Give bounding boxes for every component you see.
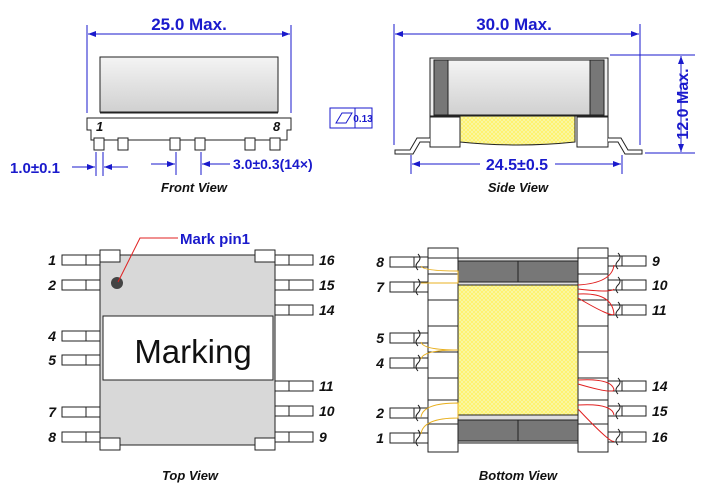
pin xyxy=(607,255,647,267)
pin-width-dim: 1.0±0.1 xyxy=(10,160,60,177)
wire-loop xyxy=(615,377,621,395)
pin-number: 2 xyxy=(375,405,384,421)
core xyxy=(459,115,576,146)
pin-number: 15 xyxy=(652,403,668,419)
wire-loop xyxy=(415,429,421,447)
top-view: Mark pin1 Marking Top View 1 2 4 5 7 8 16 15 14 1… xyxy=(47,231,335,483)
pin-number: 16 xyxy=(319,252,335,268)
winding-wire xyxy=(420,265,459,284)
pin xyxy=(274,254,314,266)
pin-number: 5 xyxy=(48,352,56,368)
pin xyxy=(61,431,101,443)
pin-number: 7 xyxy=(376,279,385,295)
front-view-title: Front View xyxy=(161,180,228,195)
wire-loop xyxy=(615,301,621,319)
pin xyxy=(61,279,101,291)
pitch-dim: 3.0±0.3(14×) xyxy=(233,156,313,172)
pin xyxy=(274,279,314,291)
pin-number: 8 xyxy=(376,254,384,270)
height-dim: 12.0 Max. xyxy=(675,68,692,139)
side-body xyxy=(447,59,591,116)
flatness-icon xyxy=(335,112,353,124)
pin-number: 8 xyxy=(48,429,56,445)
pin xyxy=(607,279,647,291)
flatness-tolerance: 0.13 xyxy=(329,107,373,129)
side-width-dim: 30.0 Max. xyxy=(476,15,552,34)
mark-pin1-label: Mark pin1 xyxy=(180,231,250,248)
wire-loop xyxy=(415,278,421,296)
pin-number: 14 xyxy=(652,378,668,394)
pin-number: 1 xyxy=(376,430,384,446)
winding-wire xyxy=(420,341,459,360)
pin xyxy=(389,357,429,369)
pin-number: 14 xyxy=(319,302,335,318)
pin xyxy=(274,431,314,443)
pin1-mark xyxy=(111,277,123,289)
wire-loop xyxy=(415,354,421,372)
wire-loop xyxy=(415,404,421,422)
side-view-title: Side View xyxy=(488,180,549,195)
wire-loop xyxy=(415,329,421,347)
pin-number: 9 xyxy=(319,429,327,445)
wire-loop xyxy=(615,428,621,446)
pin xyxy=(389,407,429,419)
front-body xyxy=(99,56,279,113)
front-view: 25.0 Max. 1 8 1.0±0.1 3.0±0.3(14×) Front… xyxy=(10,15,313,195)
pin xyxy=(389,256,429,268)
pin xyxy=(389,432,429,444)
front-pin-8: 8 xyxy=(273,119,281,134)
pin-number: 2 xyxy=(47,277,56,293)
top-view-title: Top View xyxy=(162,468,219,483)
pin xyxy=(61,254,101,266)
pin xyxy=(274,304,314,316)
pin xyxy=(607,380,647,392)
right-bobbin xyxy=(577,247,609,453)
pin-number: 11 xyxy=(652,302,667,318)
wire-loop xyxy=(615,252,621,270)
winding-wire xyxy=(577,379,615,392)
pin xyxy=(607,405,647,417)
bottom-view: Bottom View 8 7 5 4 2 1 9 10 11 14 15 16 xyxy=(375,247,668,483)
flatness-value: 0.13 xyxy=(353,114,373,125)
pin xyxy=(389,281,429,293)
pin-number: 5 xyxy=(376,330,384,346)
pin-number: 10 xyxy=(319,403,335,419)
pin xyxy=(274,380,314,392)
pin-number: 11 xyxy=(319,378,334,394)
pin xyxy=(389,332,429,344)
pin-number: 4 xyxy=(47,328,56,344)
span-dim: 24.5±0.5 xyxy=(486,157,548,174)
pin-number: 10 xyxy=(652,277,668,293)
bottom-view-title: Bottom View xyxy=(479,468,558,483)
winding-wire xyxy=(577,293,615,316)
front-width-dim: 25.0 Max. xyxy=(151,15,227,34)
wire-loop xyxy=(615,276,621,294)
front-pin-1: 1 xyxy=(96,119,103,134)
side-view: 30.0 Max. 12.0 Max. 24.5±0.5 Side View 0… xyxy=(329,15,695,195)
pin-number: 16 xyxy=(652,429,668,445)
pin-number: 1 xyxy=(48,252,56,268)
pin xyxy=(607,304,647,316)
pin-number: 15 xyxy=(319,277,335,293)
pin-number: 7 xyxy=(48,404,57,420)
pin-number: 9 xyxy=(652,253,660,269)
front-base xyxy=(86,117,292,141)
pin xyxy=(61,330,101,342)
pin xyxy=(61,406,101,418)
marking-area xyxy=(102,315,274,381)
winding-wire xyxy=(420,402,459,435)
wire-loop xyxy=(615,402,621,420)
marking-text: Marking xyxy=(134,333,251,370)
pin xyxy=(61,354,101,366)
wire-loop xyxy=(415,253,421,271)
pin-number: 4 xyxy=(375,355,384,371)
pin xyxy=(274,405,314,417)
winding-wire xyxy=(577,404,615,442)
core-window xyxy=(457,284,579,416)
winding-wire xyxy=(577,264,615,292)
pin xyxy=(607,431,647,443)
